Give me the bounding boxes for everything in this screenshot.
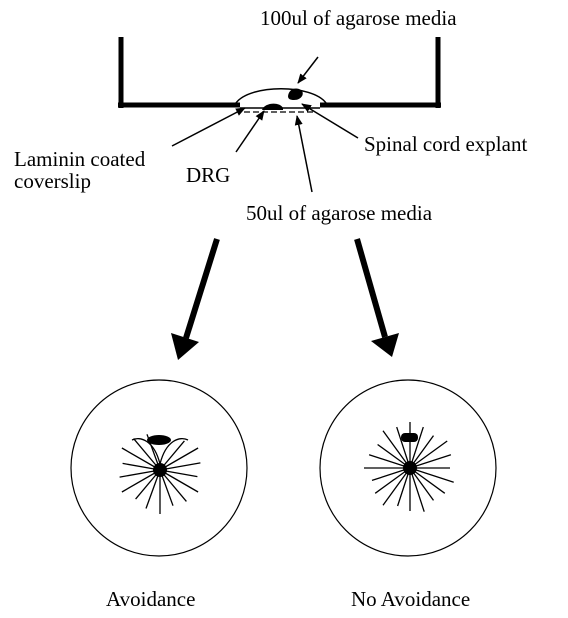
avoidance-drg-body	[153, 463, 167, 477]
left-outcome-arrowhead	[171, 333, 199, 360]
no-avoidance-dish	[319, 379, 497, 557]
right-outcome-arrow-shaft	[354, 238, 388, 338]
axon-ray	[159, 469, 199, 493]
spinal-cord-arrow	[301, 103, 359, 139]
no-avoidance-caption: No Avoidance	[351, 587, 471, 611]
curled-axon	[131, 438, 161, 465]
no-avoidance-spinal-cord-explant	[401, 433, 418, 442]
coverslip-arrow	[171, 107, 246, 147]
coverslip-label: Laminin coated coverslip	[14, 148, 184, 192]
curled-axon	[159, 438, 189, 465]
axon-ray	[409, 467, 425, 512]
axon-ray	[368, 454, 411, 469]
drg-explant-shape	[262, 103, 283, 110]
axon-ray	[409, 467, 454, 483]
axon-ray	[374, 467, 411, 494]
drg-label: DRG	[186, 163, 231, 187]
top-media-label: 100ul of agarose media	[260, 6, 457, 30]
coverslip-label-line-1: Laminin coated	[14, 147, 146, 171]
bottom-media-arrow	[294, 115, 313, 193]
axon-ray	[121, 469, 161, 493]
axon-ray	[409, 467, 446, 494]
drg-arrow	[235, 110, 265, 153]
bottom-media-label: 50ul of agarose media	[246, 201, 433, 225]
no-avoidance-drg-body	[403, 461, 417, 475]
top-media-arrow	[297, 56, 319, 84]
axon-ray	[121, 447, 161, 471]
axon-ray	[382, 467, 411, 506]
coverslip-label-line-2: coverslip	[14, 169, 91, 193]
avoidance-dish	[70, 379, 248, 557]
axon-ray	[409, 426, 424, 469]
axon-ray	[159, 447, 199, 471]
axon-ray	[409, 440, 448, 469]
avoidance-caption: Avoidance	[106, 587, 196, 611]
spinal-cord-explant-shape	[288, 88, 303, 100]
agarose-dome	[235, 88, 327, 104]
axon-ray	[396, 426, 411, 469]
outcome-arrows	[171, 238, 399, 360]
explant-assembly	[235, 88, 327, 113]
avoidance-spinal-cord-explant	[147, 435, 171, 445]
axon-ray	[409, 454, 452, 469]
axon-ray	[382, 430, 411, 469]
spinal-cord-label: Spinal cord explant	[364, 132, 528, 156]
right-outcome-arrowhead	[371, 333, 399, 357]
leader-arrows	[171, 56, 359, 193]
culture-well	[118, 37, 441, 108]
left-outcome-arrow-shaft	[183, 238, 220, 339]
no-avoidance-axon-rays	[364, 422, 454, 512]
